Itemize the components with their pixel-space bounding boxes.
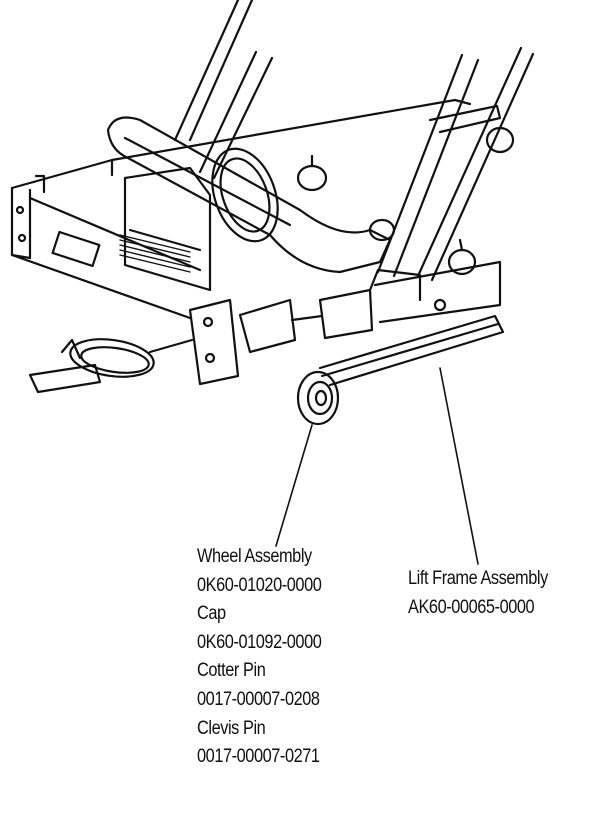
lift-actuator	[238, 260, 502, 354]
base-frame	[10, 98, 502, 320]
callout-line: Wheel Assembly	[197, 546, 312, 567]
lift-frame-assembly-callout: Lift Frame Assembly AK60-00065-0000	[408, 565, 548, 622]
left-upright-posts	[173, 0, 274, 180]
wheel	[296, 370, 340, 426]
motor-housing	[119, 166, 212, 292]
motor-hood-handle	[106, 116, 392, 274]
lift-frame-leader-line	[439, 367, 479, 565]
flywheel	[211, 147, 279, 243]
callout-line: Cap	[197, 603, 226, 625]
lift-frame-bar	[318, 298, 505, 387]
callout-line: Cotter Pin	[197, 660, 266, 682]
callout-line: 0K60-01092-0000	[197, 631, 322, 653]
wheel-leader-line	[275, 424, 313, 547]
wheel-assembly-callout: Wheel Assembly 0K60-01020-0000 Cap 0K60-…	[197, 543, 322, 772]
callout-line: 0K60-01020-0000	[197, 574, 322, 596]
callout-line: 0017-00007-0271	[197, 746, 320, 768]
end-bracket	[188, 298, 240, 386]
leveling-knobs	[296, 126, 515, 276]
callout-line: Clevis Pin	[197, 717, 266, 739]
callout-line: AK60-00065-0000	[408, 596, 535, 618]
callout-line: Lift Frame Assembly	[408, 568, 548, 589]
power-cord	[28, 338, 194, 394]
callout-line: 0017-00007-0208	[197, 688, 320, 710]
right-upright-posts	[376, 46, 535, 282]
